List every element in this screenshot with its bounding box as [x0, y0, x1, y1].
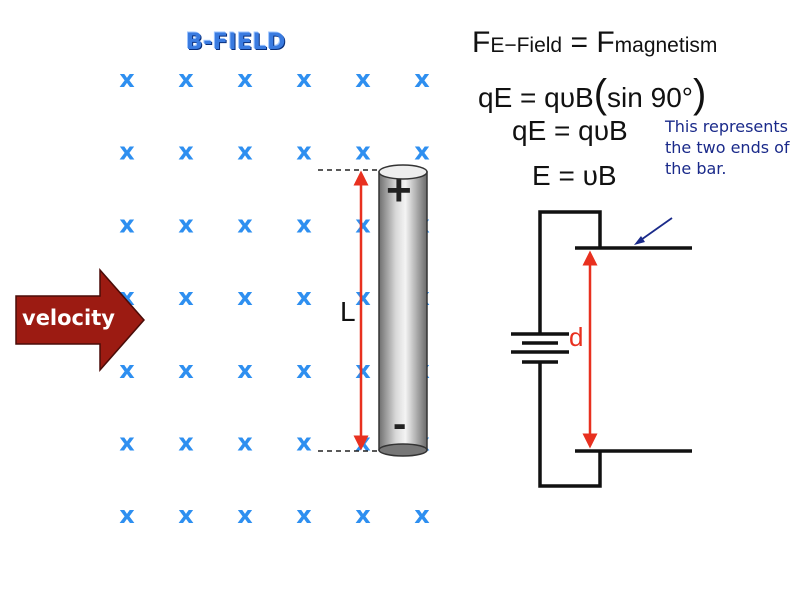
distance-label: d: [569, 322, 584, 352]
bfield-cross: x: [178, 429, 194, 457]
note-text: This represents the two ends of the bar.: [665, 117, 790, 178]
formula-e-vb: E = υB: [532, 160, 617, 191]
bfield-cross: x: [237, 138, 253, 166]
bfield-cross: x: [119, 429, 135, 457]
bfield-cross: x: [296, 210, 312, 238]
positive-sign: +: [386, 166, 412, 215]
formula-open-paren: (: [593, 72, 608, 116]
bfield-cross: x: [178, 501, 194, 529]
bfield-cross: x: [237, 429, 253, 457]
bfield-title: B-FIELD: [186, 30, 286, 55]
formula-f-magnetic: F: [596, 26, 615, 59]
bfield-cross: x: [119, 65, 135, 93]
formula-force-balance: FE−Field = Fmagnetism: [472, 26, 717, 60]
velocity-label: velocity: [22, 306, 115, 330]
bfield-cross: x: [296, 138, 312, 166]
bfield-cross: x: [414, 138, 430, 166]
bfield-cross: x: [237, 501, 253, 529]
bfield-cross: x: [178, 138, 194, 166]
bfield-cross: x: [414, 501, 430, 529]
bfield-cross: x: [355, 356, 371, 384]
bfield-cross: x: [178, 65, 194, 93]
velocity-arrow: [15, 268, 145, 372]
bfield-cross: x: [296, 429, 312, 457]
circuit: [538, 210, 692, 488]
bfield-cross: x: [355, 210, 371, 238]
formula-qe-lhs: qE = qυB: [478, 82, 594, 113]
bfield-cross: x: [296, 65, 312, 93]
bfield-cross: x: [414, 65, 430, 93]
bfield-cross: x: [296, 356, 312, 384]
bfield-cross: x: [355, 65, 371, 93]
bfield-cross: x: [355, 283, 371, 311]
bfield-cross: x: [178, 356, 194, 384]
formula-equals: =: [562, 26, 597, 59]
bfield-cross: x: [119, 356, 135, 384]
negative-sign: -: [393, 402, 407, 446]
note-pointer-head: [634, 236, 645, 245]
bfield-cross: x: [355, 501, 371, 529]
bfield-cross: x: [355, 138, 371, 166]
formula-qe: qE = qυB: [512, 115, 628, 146]
note-pointer: [637, 217, 673, 243]
bfield-cross: x: [178, 210, 194, 238]
bfield-cross: x: [296, 501, 312, 529]
formula-sin90: sin 90°: [607, 82, 693, 113]
formula-close-paren: ): [692, 72, 707, 116]
formula-qe-sin: qE = qυB(sin 90°): [478, 72, 706, 117]
bfield-cross: x: [119, 138, 135, 166]
battery-icon: [511, 332, 569, 364]
formula-f-electric: F: [472, 26, 491, 59]
bfield-cross: x: [237, 283, 253, 311]
bfield-cross: x: [119, 210, 135, 238]
formula-sub-magnetism: magnetism: [614, 34, 718, 57]
formula-sub-efield: E−Field: [490, 34, 563, 57]
bfield-cross: x: [237, 65, 253, 93]
bfield-cross: x: [237, 210, 253, 238]
bfield-cross: x: [355, 429, 371, 457]
length-label: L: [340, 296, 356, 327]
bfield-cross: x: [296, 283, 312, 311]
bfield-cross: x: [178, 283, 194, 311]
conducting-bar: [378, 164, 428, 457]
bfield-cross: x: [237, 356, 253, 384]
bfield-cross: x: [119, 501, 135, 529]
